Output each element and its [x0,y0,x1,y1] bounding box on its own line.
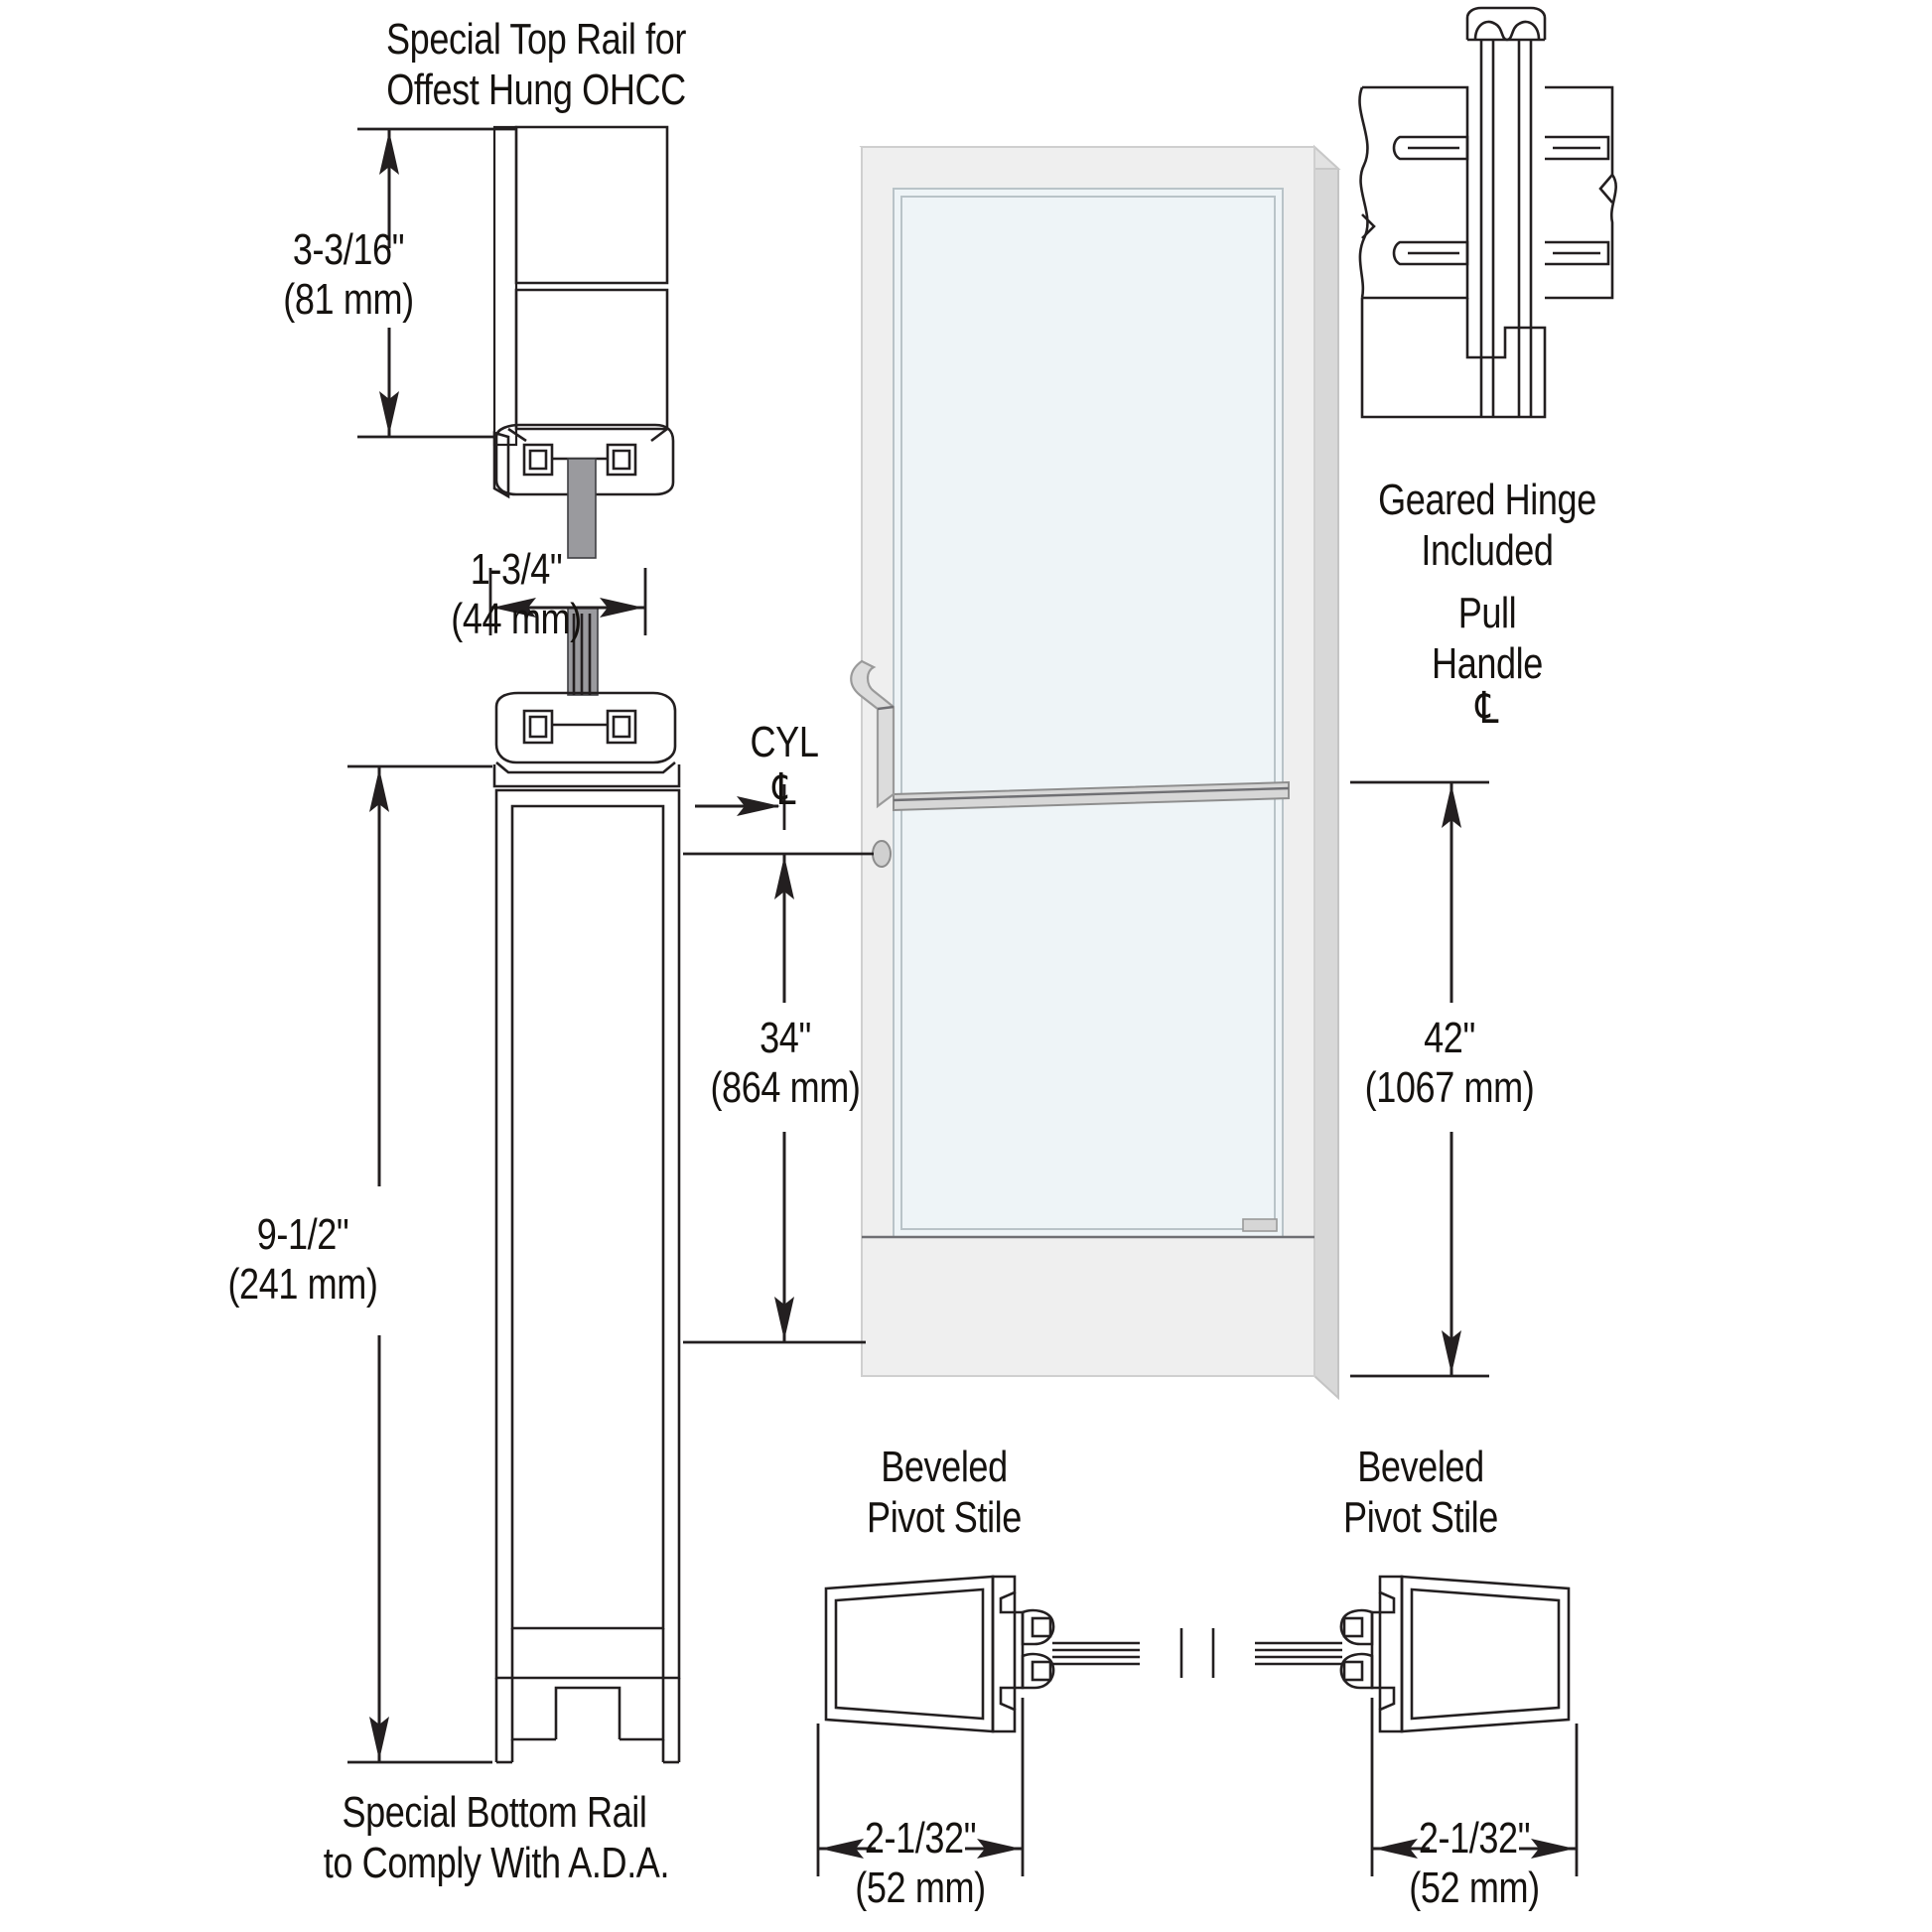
geared-hinge-detail [1358,6,1617,419]
centerline-symbol-cyl: ℄ [772,765,796,814]
dim-label-cyl-height-imperial: 34" [759,1014,811,1062]
label-cyl: CYL [750,718,819,766]
caption-special-bottom-rail: Special Bottom Rail to Comply With A.D.A… [323,1788,670,1888]
caption-pull-handle: Pull Handle [1432,589,1543,689]
top-rail-profile [492,125,675,559]
caption-geared-hinge: Geared Hinge Included [1378,476,1596,576]
dim-label-rail-thickness-imperial: 1-3/4" [470,545,563,594]
dim-label-pull-handle-height-imperial: 42" [1424,1014,1475,1062]
dim-cyl-centerline [683,784,874,1344]
centerline-symbol-pull-handle: ℄ [1475,684,1499,733]
dim-label-bottom-rail-height-imperial: 9-1/2" [256,1210,349,1259]
dim-top-rail-height [357,127,516,439]
dim-bottom-rail-height [347,764,492,1764]
bottom-rail-profile [492,607,681,1764]
dim-label-pivot-stile-left-width-metric: (52 mm) [855,1863,986,1912]
caption-beveled-pivot-stile-right: Beveled Pivot Stile [1343,1443,1498,1543]
dim-label-cyl-height-metric: (864 mm) [710,1063,861,1112]
dim-label-pull-handle-height-metric: (1067 mm) [1364,1063,1535,1112]
dim-label-top-rail-height-metric: (81 mm) [283,275,414,324]
dim-label-top-rail-height-imperial: 3-3/16" [292,225,405,274]
dim-pivot-stile-right-width [1370,1698,1579,1876]
dim-rail-thickness [488,568,647,635]
dim-pivot-stile-left-width [816,1698,1025,1876]
dim-label-pivot-stile-right-width-metric: (52 mm) [1409,1863,1540,1912]
title-special-top-rail: Special Top Rail for Offest Hung OHCC [386,15,686,115]
dim-label-pivot-stile-right-width-imperial: 2-1/32" [1418,1814,1531,1863]
pivot-stile-right-profile [1179,1575,1571,1733]
door-elevation [850,144,1341,1401]
caption-beveled-pivot-stile-left: Beveled Pivot Stile [867,1443,1022,1543]
dim-label-bottom-rail-height-metric: (241 mm) [227,1260,378,1309]
dim-label-pivot-stile-left-width-imperial: 2-1/32" [864,1814,977,1863]
dim-label-rail-thickness-metric: (44 mm) [451,595,582,643]
dim-pull-handle-centerline [1350,780,1489,1378]
pivot-stile-left-profile [824,1575,1140,1733]
